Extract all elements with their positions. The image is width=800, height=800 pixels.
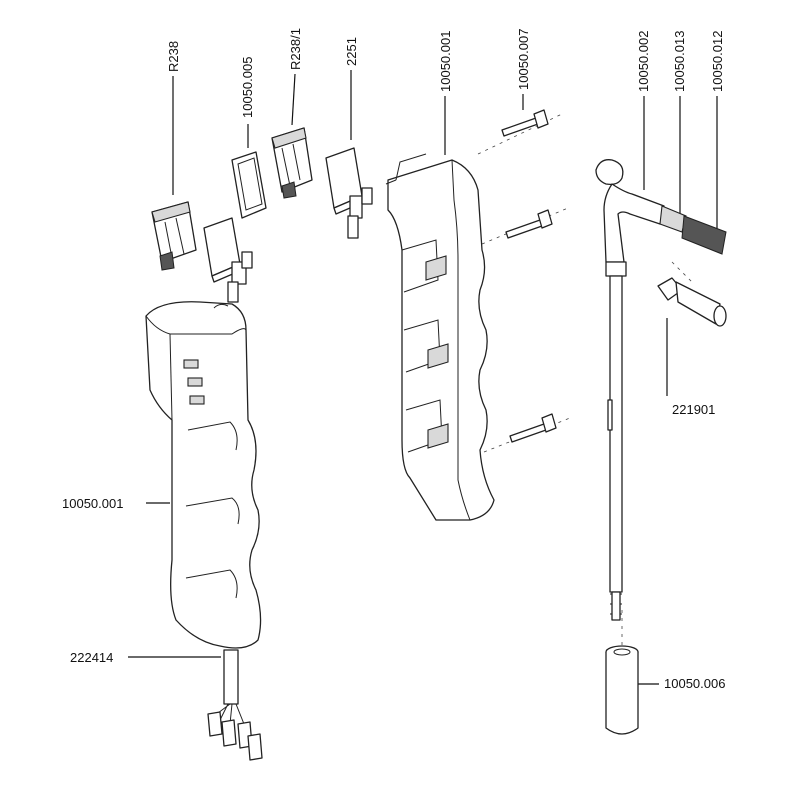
part-label-r238: R238 bbox=[166, 41, 181, 72]
assembly-axes bbox=[477, 113, 693, 650]
part-label-10050-007-text: 10050.007 bbox=[516, 29, 531, 90]
cable-connectors bbox=[207, 711, 263, 761]
part-label-r238-1-text: R238/1 bbox=[288, 28, 303, 70]
leader-lines bbox=[128, 70, 718, 685]
switch-cover-r238 bbox=[151, 201, 197, 271]
microswitch-lower bbox=[203, 217, 253, 303]
sleeve-10050-006 bbox=[605, 645, 639, 735]
part-label-10050-001-left: 10050.001 bbox=[62, 496, 123, 511]
part-label-10050-013-text: 10050.013 bbox=[672, 31, 687, 92]
gasket-10050-005 bbox=[231, 151, 267, 219]
screw-middle bbox=[505, 209, 553, 239]
nozzle-221901 bbox=[657, 277, 727, 327]
part-label-10050-006: 10050.006 bbox=[664, 676, 725, 691]
cable-222414 bbox=[213, 649, 245, 725]
part-label-r238-1: R238/1 bbox=[288, 28, 303, 70]
part-label-222414: 222414 bbox=[70, 650, 113, 665]
part-label-10050-005-text: 10050.005 bbox=[240, 57, 255, 118]
part-label-10050-012-text: 10050.012 bbox=[710, 31, 725, 92]
part-label-2251-text: 2251 bbox=[344, 37, 359, 66]
screw-top bbox=[501, 109, 549, 137]
part-label-10050-001-top-text: 10050.001 bbox=[438, 31, 453, 92]
part-label-10050-002: 10050.002 bbox=[636, 31, 651, 92]
wand-rod bbox=[595, 159, 727, 621]
switch-cover-r238-1 bbox=[271, 127, 313, 199]
part-label-2251: 2251 bbox=[344, 37, 359, 66]
microswitch-2251 bbox=[325, 147, 373, 239]
part-label-10050-013: 10050.013 bbox=[672, 31, 687, 92]
part-label-r238-text: R238 bbox=[166, 41, 181, 72]
part-label-10050-007: 10050.007 bbox=[516, 29, 531, 90]
part-label-10050-012: 10050.012 bbox=[710, 31, 725, 92]
handle-assembled bbox=[145, 301, 262, 649]
handle-shell-open bbox=[385, 153, 495, 521]
screw-bottom bbox=[509, 413, 557, 443]
part-label-10050-005: 10050.005 bbox=[240, 57, 255, 118]
part-label-221901: 221901 bbox=[672, 402, 715, 417]
part-label-10050-002-text: 10050.002 bbox=[636, 31, 651, 92]
part-label-10050-001-top: 10050.001 bbox=[438, 31, 453, 92]
